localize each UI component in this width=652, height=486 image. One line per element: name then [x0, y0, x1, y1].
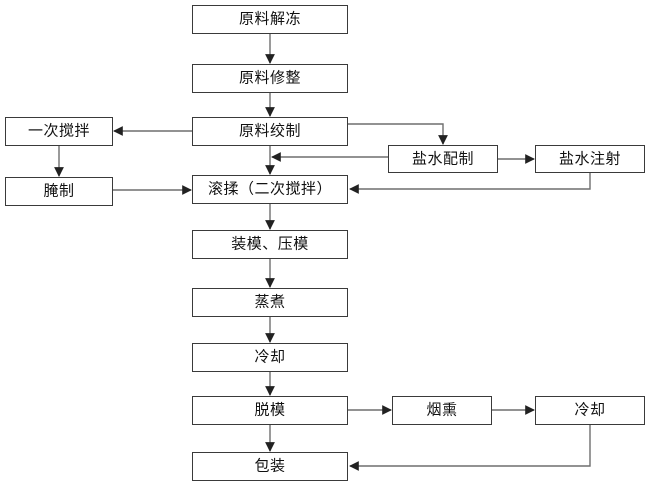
node-label: 脱模 — [254, 400, 286, 419]
node-label: 包装 — [254, 456, 286, 475]
node-cooling-second[interactable]: 冷却 — [535, 396, 645, 425]
node-steaming-cooking[interactable]: 蒸煮 — [192, 288, 348, 317]
node-label: 盐水配制 — [411, 149, 474, 167]
node-first-mixing[interactable]: 一次搅拌 — [5, 117, 113, 146]
node-label: 原料解冻 — [238, 9, 301, 28]
node-smoking[interactable]: 烟熏 — [392, 396, 492, 425]
edge-brineinj-tumble — [349, 173, 591, 194]
node-molding-pressing[interactable]: 装模、压模 — [192, 230, 348, 259]
edge-mince-brineprep — [348, 123, 448, 145]
node-tumbling-second-mixing[interactable]: 滚揉（二次搅拌） — [192, 175, 348, 204]
node-packaging[interactable]: 包装 — [192, 452, 348, 481]
node-label: 烟熏 — [426, 400, 458, 419]
node-brine-injection[interactable]: 盐水注射 — [535, 145, 645, 173]
node-label: 一次搅拌 — [27, 121, 90, 140]
node-cooling-first[interactable]: 冷却 — [192, 343, 348, 372]
node-label: 装模、压模 — [231, 234, 309, 253]
node-label: 盐水注射 — [558, 149, 621, 167]
node-label: 冷却 — [254, 347, 286, 366]
edge-cool2-pack — [349, 425, 591, 471]
node-raw-material-mincing[interactable]: 原料绞制 — [192, 117, 348, 146]
node-curing[interactable]: 腌制 — [5, 177, 113, 206]
node-label: 蒸煮 — [254, 292, 286, 311]
node-raw-material-thawing[interactable]: 原料解冻 — [192, 5, 348, 34]
node-label: 腌制 — [43, 181, 75, 200]
node-label: 原料修整 — [238, 68, 301, 87]
node-raw-material-trimming[interactable]: 原料修整 — [192, 64, 348, 93]
node-label: 滚揉（二次搅拌） — [207, 179, 332, 198]
watermark-text — [500, 455, 620, 469]
node-label: 原料绞制 — [238, 121, 301, 140]
node-demolding[interactable]: 脱模 — [192, 396, 348, 425]
node-label: 冷却 — [574, 400, 606, 419]
node-brine-preparation[interactable]: 盐水配制 — [388, 145, 498, 173]
